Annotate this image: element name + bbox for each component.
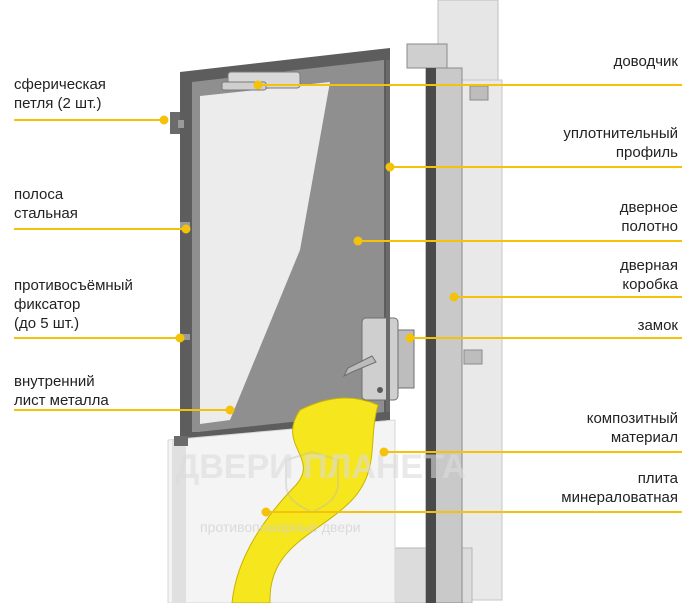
anti-removal-pin-1 xyxy=(180,334,190,340)
label-door-frame: дверная коробка xyxy=(620,256,678,294)
frame-vertical-dark xyxy=(426,68,436,603)
inner-sheet-lower xyxy=(172,440,186,603)
label-anti-removal-line1: противосъёмный xyxy=(14,277,133,294)
wall-section-top xyxy=(437,0,499,81)
label-seal: уплотнительный профиль xyxy=(563,124,678,162)
label-closer-line1: доводчик xyxy=(613,53,678,70)
label-anti-removal-line3: (до 5 шт.) xyxy=(14,315,80,332)
watermark-text-bottom: противопожарные двери xyxy=(200,519,361,535)
inner-steel-sheet xyxy=(200,82,330,424)
label-lock: замок xyxy=(638,316,678,335)
label-inner-sheet-line1: внутренний xyxy=(14,373,95,390)
label-door-frame-line2: коробка xyxy=(622,276,678,293)
hinge-bottom xyxy=(174,436,188,446)
label-composite-line2: материал xyxy=(610,429,678,446)
leader-lines-right xyxy=(253,80,682,517)
label-door-leaf-line2: полотно xyxy=(621,218,678,235)
label-hinge-line1: сферическая xyxy=(14,76,106,93)
keyhole xyxy=(377,387,383,393)
hinge-pin xyxy=(178,120,184,128)
label-inner-sheet-line2: лист металла xyxy=(14,392,109,409)
wall-section-right xyxy=(461,79,503,601)
label-composite-line1: композитный xyxy=(586,410,678,427)
label-lock-line1: замок xyxy=(637,317,678,334)
frame-top-bracket xyxy=(406,43,448,69)
label-door-leaf-line1: дверное xyxy=(619,199,678,216)
label-mineral-wool-line1: плита xyxy=(637,470,678,487)
label-closer: доводчик xyxy=(614,52,678,71)
label-mineral-wool: плита минераловатная xyxy=(561,469,678,507)
label-steel-strip-line2: стальная xyxy=(14,205,78,222)
label-seal-line1: уплотнительный xyxy=(563,125,678,142)
seal-strip xyxy=(386,60,390,412)
frame-bracket-top xyxy=(469,85,489,101)
label-steel-strip: полоса стальная xyxy=(14,185,78,223)
leader-lines-left xyxy=(14,115,235,415)
lock-bolts xyxy=(397,329,415,389)
label-anti-removal-line2: фиксатор xyxy=(14,296,81,313)
mineral-wool-plate xyxy=(231,397,379,603)
label-inner-sheet: внутренний лист металла xyxy=(14,372,109,410)
label-door-leaf: дверное полотно xyxy=(620,198,678,236)
label-hinge: сферическая петля (2 шт.) xyxy=(14,75,106,113)
frame-bracket-mid xyxy=(463,349,483,365)
label-anti-removal: противосъёмный фиксатор (до 5 шт.) xyxy=(14,276,133,333)
watermark-text-top: ДВЕРИ ПЛАНЕТА xyxy=(175,448,466,486)
hinge-top xyxy=(170,112,180,134)
label-door-frame-line1: дверная xyxy=(620,257,678,274)
label-steel-strip-line1: полоса xyxy=(14,186,64,203)
label-seal-line2: профиль xyxy=(615,144,678,161)
label-composite: композитный материал xyxy=(587,409,678,447)
door-handle xyxy=(342,355,377,378)
label-hinge-line2: петля (2 шт.) xyxy=(14,95,102,112)
label-mineral-wool-line2: минераловатная xyxy=(561,489,678,506)
